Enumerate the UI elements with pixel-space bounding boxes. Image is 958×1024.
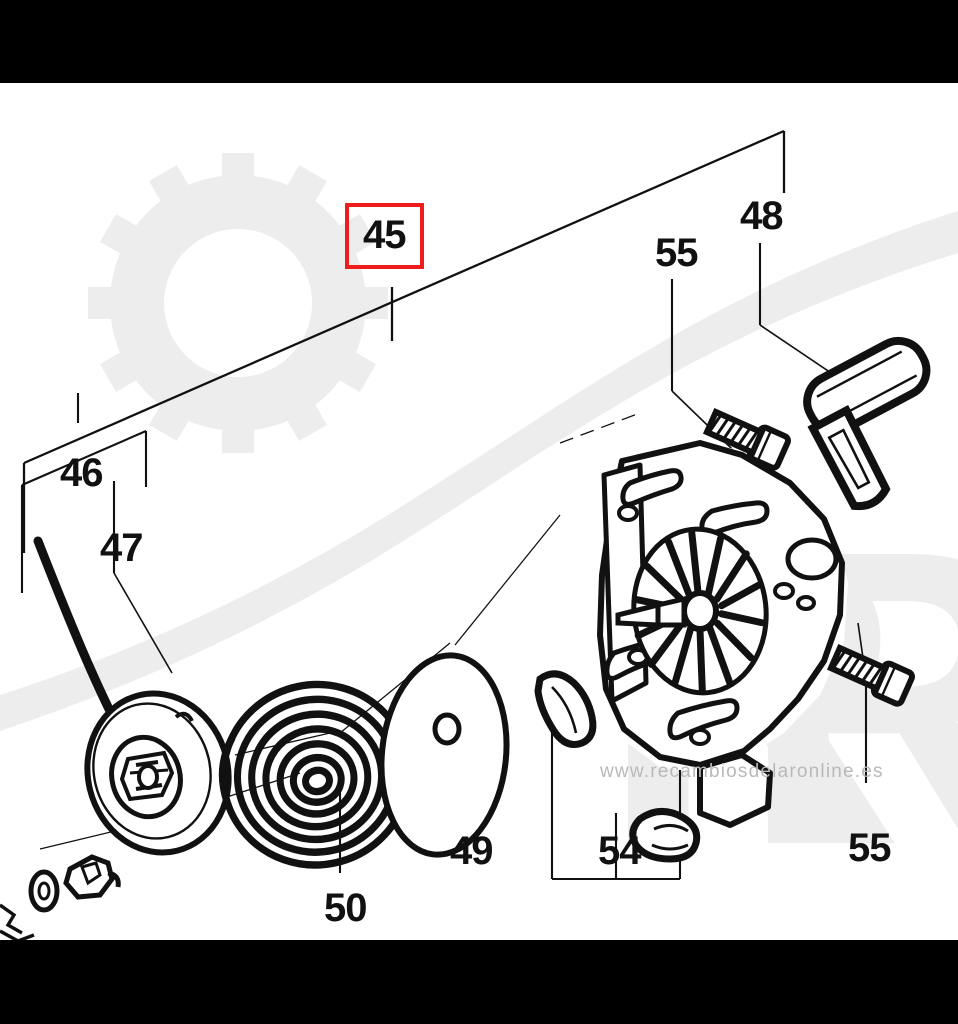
part-starter-handle [803,336,931,511]
part-screw-upper [702,408,791,471]
part-pawl [63,854,121,900]
callout-55-lower[interactable]: 55 [848,826,891,870]
leader-47-angled [113,572,173,674]
part-washer [28,869,60,913]
callout-48[interactable]: 48 [740,194,783,238]
callout-46[interactable]: 46 [60,451,103,495]
leader-46-diagonal [21,430,147,486]
letterbox-top [0,0,958,83]
align-line-c [454,514,561,646]
callout-54[interactable]: 54 [598,829,641,873]
callout-45[interactable]: 45 [345,203,424,269]
parts-diagram-artwork: R R [0,83,958,940]
callout-47[interactable]: 47 [100,526,143,570]
diagram-canvas: R R [0,83,958,940]
fan-pulley [615,526,769,696]
part-clip [0,903,35,940]
part-starter-housing [584,440,848,828]
part-screw-lower [826,644,915,707]
callout-49[interactable]: 49 [450,829,493,873]
part-pulley-cover-disc [378,652,510,858]
callout-50[interactable]: 50 [324,886,367,930]
align-line-d [559,412,641,444]
watermark-url: www.recambiosdelaronline.es [600,761,884,782]
letterbox-bottom [0,940,958,1024]
gear-icon [88,153,388,453]
part-rubber-mount-upper [534,670,597,748]
part-rewind-spring [218,680,413,869]
callout-55-upper[interactable]: 55 [655,231,698,275]
part-rubber-mount-lower [629,808,701,863]
leader-45-diagonal [23,129,785,465]
part-rope-pulley [84,690,232,856]
